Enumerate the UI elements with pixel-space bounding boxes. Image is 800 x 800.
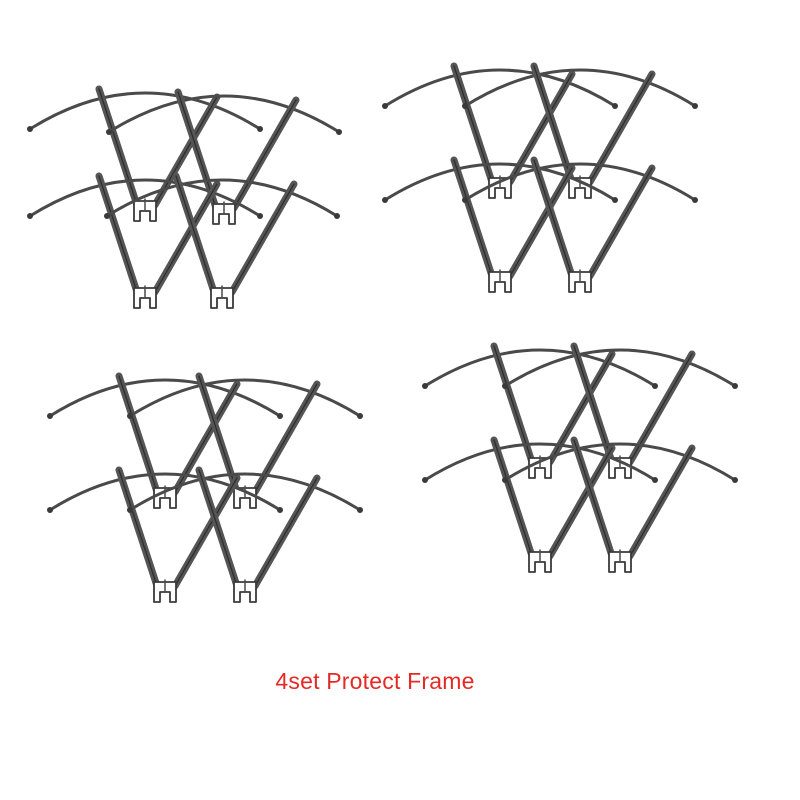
- product-caption: 4set Protect Frame: [275, 668, 475, 694]
- guard-set-1: [27, 89, 342, 308]
- guard-set-2: [382, 66, 698, 292]
- guard-set-3: [47, 376, 363, 602]
- propeller-guard: [27, 89, 263, 221]
- guard-set-4: [422, 346, 738, 572]
